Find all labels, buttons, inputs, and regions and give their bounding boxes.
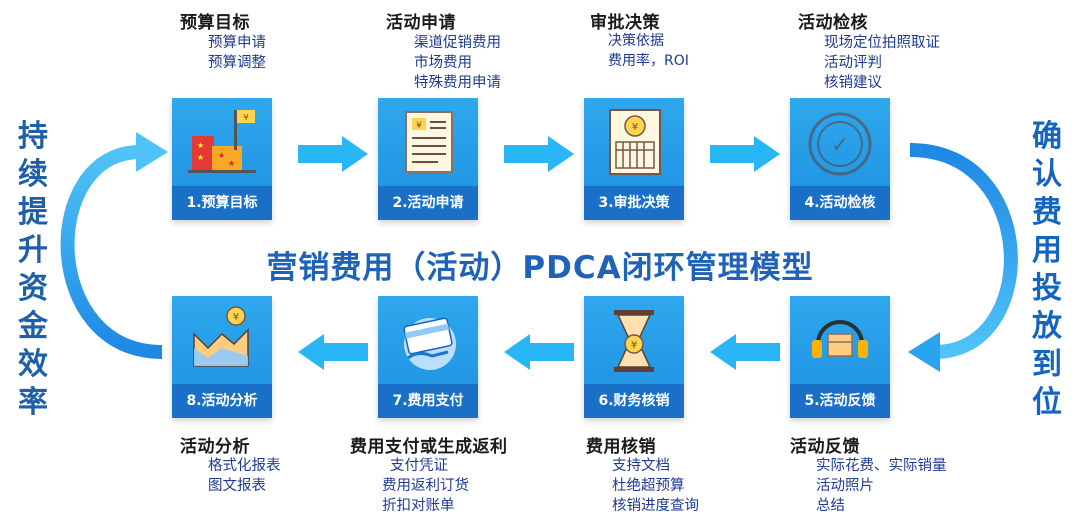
step-3-box: ¥ 3.审批决策 — [584, 98, 684, 220]
step-4-line: 活动评判 — [824, 55, 882, 71]
step-5-line: 总结 — [816, 498, 845, 514]
svg-text:★: ★ — [197, 153, 204, 162]
step-6-details: 支持文档 杜绝超预算 核销进度查询 — [612, 456, 699, 516]
seal-check-icon: ✓ — [808, 112, 872, 176]
arrow-1-2 — [298, 136, 368, 172]
step-7-line: 费用返利订货 — [382, 478, 469, 494]
step-4-title: 活动检核 — [798, 13, 868, 33]
step-2-line: 市场费用 — [414, 55, 472, 71]
step-4-line: 现场定位拍照取证 — [824, 35, 940, 51]
right-loop-arrow — [909, 143, 1018, 359]
step-5-title: 活动反馈 — [790, 437, 860, 457]
step-4-box: ✓ 4.活动检核 — [790, 98, 890, 220]
headset-box-icon — [812, 320, 868, 358]
step-5-details: 实际花费、实际销量 活动照片 总结 — [816, 456, 947, 516]
step-5-box: 5.活动反馈 — [790, 296, 890, 418]
step-2-line: 特殊费用申请 — [414, 75, 501, 91]
step-2-title: 活动申请 — [386, 13, 456, 33]
step-3-label: 3.审批决策 — [584, 186, 684, 220]
step-6-line: 核销进度查询 — [612, 498, 699, 514]
document-yuan-icon: ¥ — [405, 111, 453, 173]
svg-text:★: ★ — [218, 151, 225, 160]
step-1-title: 预算目标 — [180, 13, 250, 33]
svg-text:¥: ¥ — [233, 312, 239, 323]
step-3-line: 费用率，ROI — [608, 53, 689, 69]
step-3-details: 决策依据 费用率，ROI — [608, 31, 689, 71]
step-6-box: ¥ 6.财务核销 — [584, 296, 684, 418]
step-5-label: 5.活动反馈 — [790, 384, 890, 418]
step-8-title: 活动分析 — [180, 437, 250, 457]
step-2-box: ¥ 2.活动申请 — [378, 98, 478, 220]
step-1-line: 预算调整 — [208, 55, 266, 71]
step-2-details: 渠道促销费用 市场费用 特殊费用申请 — [414, 33, 501, 93]
step-8-box: ¥ 8.活动分析 — [172, 296, 272, 418]
step-3-title: 审批决策 — [590, 13, 660, 33]
step-7-details: 支付凭证 费用返利订货 折扣对账单 — [382, 456, 469, 516]
hourglass-yuan-icon: ¥ — [614, 310, 654, 372]
svg-text:¥: ¥ — [416, 121, 422, 131]
step-2-line: 渠道促销费用 — [414, 35, 501, 51]
svg-text:★: ★ — [228, 159, 235, 168]
arrow-6-7 — [504, 334, 574, 370]
step-1-details: 预算申请 预算调整 — [208, 33, 266, 73]
step-3-line: 决策依据 — [608, 33, 664, 49]
svg-text:¥: ¥ — [631, 340, 637, 351]
step-6-label: 6.财务核销 — [584, 384, 684, 418]
step-8-label: 8.活动分析 — [172, 384, 272, 418]
diagram-title: 营销费用（活动）PDCA闭环管理模型 — [266, 250, 814, 286]
step-1-label: 1.预算目标 — [172, 186, 272, 220]
left-loop-arrow — [60, 145, 163, 359]
step-4-line: 核销建议 — [824, 75, 882, 91]
left-side-text: 持续提升资金效率 — [18, 119, 48, 420]
step-1-box: ¥ ★ ★ ★ ★ 1.预算目标 — [172, 98, 272, 220]
right-side-text: 确认费用投放到位 — [1032, 119, 1062, 420]
svg-text:¥: ¥ — [632, 122, 638, 133]
step-2-label: 2.活动申请 — [378, 186, 478, 220]
approval-form-icon: ¥ — [609, 109, 661, 175]
step-7-line: 折扣对账单 — [382, 498, 455, 514]
analysis-chart-icon: ¥ — [193, 306, 249, 367]
step-6-line: 支持文档 — [612, 458, 670, 474]
step-5-line: 活动照片 — [816, 478, 874, 494]
step-7-label: 7.费用支付 — [378, 384, 478, 418]
step-5-line: 实际花费、实际销量 — [816, 458, 947, 474]
step-8-line: 图文报表 — [208, 478, 266, 494]
step-1-line: 预算申请 — [208, 35, 266, 51]
arrow-3-4 — [710, 136, 780, 172]
step-6-line: 杜绝超预算 — [612, 478, 685, 494]
step-8-details: 格式化报表 图文报表 — [208, 456, 281, 496]
step-8-line: 格式化报表 — [208, 458, 281, 474]
svg-text:✓: ✓ — [831, 133, 849, 158]
svg-text:★: ★ — [197, 141, 204, 150]
step-4-label: 4.活动检核 — [790, 186, 890, 220]
payment-card-icon — [403, 317, 456, 370]
arrow-7-8 — [298, 334, 368, 370]
step-7-line: 支付凭证 — [390, 458, 448, 474]
building-budget-icon: ¥ ★ ★ ★ ★ — [188, 110, 256, 173]
step-6-title: 费用核销 — [586, 437, 656, 457]
step-7-title: 费用支付或生成返利 — [350, 437, 508, 457]
svg-text:¥: ¥ — [243, 113, 248, 122]
step-7-box: 7.费用支付 — [378, 296, 478, 418]
arrow-2-3 — [504, 136, 574, 172]
arrow-5-6 — [710, 334, 780, 370]
step-4-details: 现场定位拍照取证 活动评判 核销建议 — [824, 33, 940, 93]
